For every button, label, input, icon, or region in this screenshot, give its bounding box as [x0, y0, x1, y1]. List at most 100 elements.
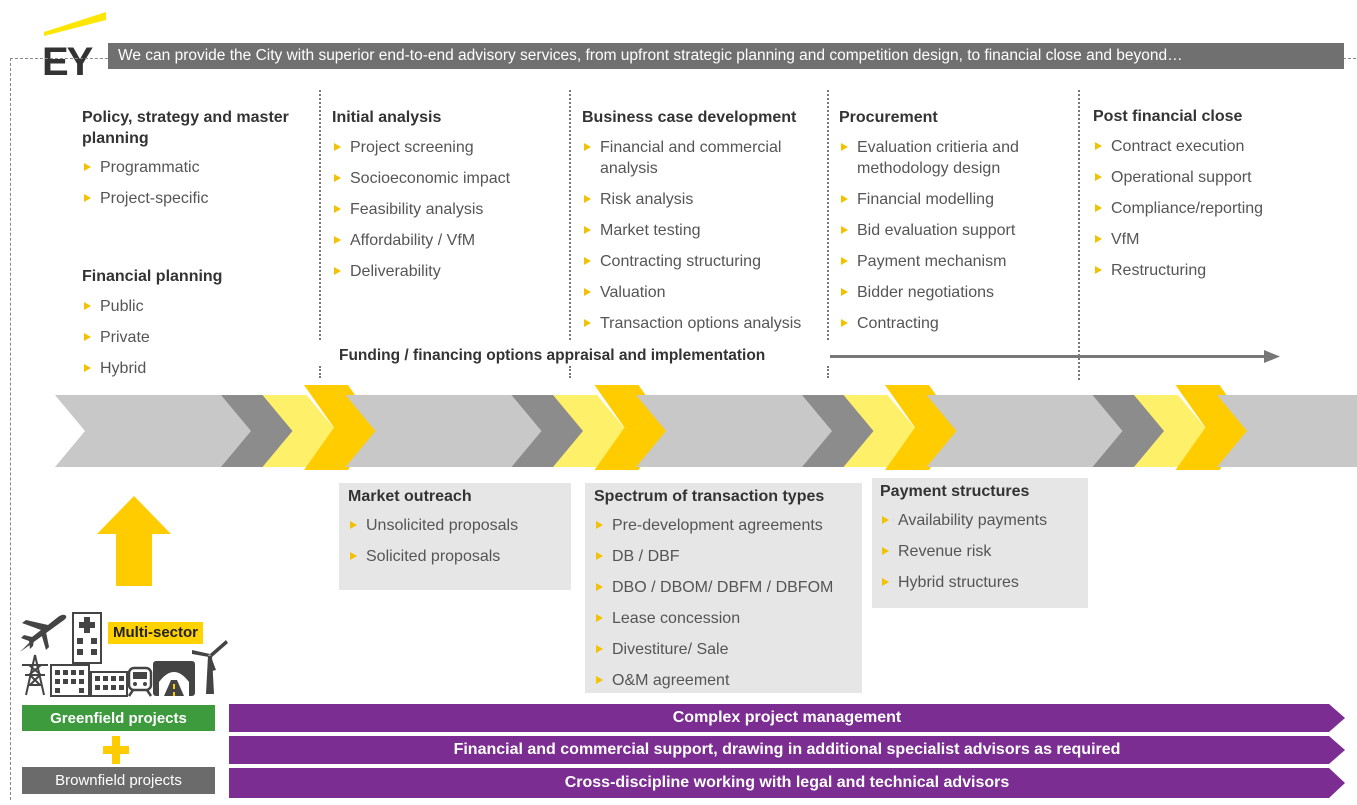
column-title: Post financial close [1093, 108, 1243, 125]
list-item: DBO / DBOM/ DBFM / DBFOM [594, 577, 853, 598]
chevron-dark [1092, 395, 1167, 467]
greenfield-projects-label: Greenfield projects [22, 705, 215, 731]
list-item: Operational support [1093, 167, 1333, 188]
funding-row-label: Funding / financing options appraisal an… [339, 347, 766, 364]
office-building-icon [50, 664, 128, 697]
chevron-dark [511, 395, 586, 467]
list-item: Programmatic [82, 157, 318, 178]
list-item: Revenue risk [880, 541, 1080, 562]
chevron-light [1217, 395, 1291, 467]
list-item: Availability payments [880, 510, 1080, 531]
column-title: Initial analysis [332, 109, 442, 126]
list-item: Public [82, 296, 318, 317]
list-item: Contracting [839, 313, 1075, 334]
list-item: Payment mechanism [839, 251, 1075, 272]
list-item: Feasibility analysis [332, 199, 564, 220]
chevron-yellow [553, 395, 627, 467]
column-separator [569, 90, 571, 340]
chevron-light [179, 395, 254, 467]
multi-sector-tag: Multi-sector [108, 622, 204, 644]
list-item: O&M agreement [594, 670, 853, 691]
list-item: Pre-development agreements [594, 515, 853, 536]
list-item: Deliverability [332, 261, 564, 282]
train-icon [127, 666, 153, 697]
funding-arrow-icon [830, 350, 1280, 363]
list-item: Hybrid structures [880, 572, 1080, 593]
column-separator [319, 90, 321, 340]
chevron-light [387, 395, 461, 467]
chevron-light [760, 395, 835, 467]
chevron-light [926, 395, 1001, 467]
chevron-light [968, 395, 1042, 467]
list-item: Contract execution [1093, 136, 1333, 157]
power-pylon-icon [22, 654, 48, 696]
column-separator [319, 366, 321, 378]
market-outreach-box: Market outreach Unsolicited proposals So… [339, 483, 571, 590]
financial-commercial-support-bar: Financial and commercial support, drawin… [229, 736, 1345, 764]
chevron-light [719, 395, 793, 467]
chevron-light [677, 395, 752, 467]
column-procurement: Procurement Evaluation critieria and met… [839, 107, 1075, 334]
chevron-light [1300, 395, 1357, 467]
chevron-light [428, 395, 503, 467]
plus-icon [103, 736, 129, 764]
column-separator [827, 366, 829, 378]
list-item: Private [82, 327, 318, 348]
process-chevron-strip [55, 385, 1357, 470]
list-item: Project-specific [82, 188, 318, 209]
list-item: VfM [1093, 229, 1333, 250]
list-item: Market testing [582, 220, 826, 241]
list-item: Solicited proposals [348, 546, 562, 567]
airplane-icon [20, 614, 67, 652]
road-tunnel-icon [153, 661, 195, 696]
column-separator [569, 366, 571, 378]
list-item: Affordability / VfM [332, 230, 564, 251]
list-item: Bid evaluation support [839, 220, 1075, 241]
chevron-dark [802, 395, 876, 467]
chevron-light [96, 395, 171, 467]
chevron-light [55, 395, 129, 467]
column-post-financial-close: Post financial close Contract execution … [1093, 106, 1333, 281]
column-title: Policy, strategy and master planning [82, 109, 289, 147]
list-item: Financial modelling [839, 189, 1075, 210]
chevron-light [1341, 395, 1357, 467]
chevron-light [138, 395, 212, 467]
wind-turbine-icon [192, 640, 228, 694]
complex-project-management-bar: Complex project management [229, 704, 1345, 732]
column-title: Business case development [582, 109, 797, 126]
chevron-light [1051, 395, 1125, 467]
chevron-yellow [1134, 395, 1208, 467]
chevron-light [636, 395, 710, 467]
column-separator [1078, 90, 1080, 380]
list-item: Transaction options analysis [582, 313, 826, 334]
list-item: Hybrid [82, 358, 318, 379]
column-business-case: Business case development Financial and … [582, 107, 826, 334]
box-title: Payment structures [880, 483, 1030, 500]
column-title: Financial planning [82, 268, 223, 285]
chevron-light [470, 395, 544, 467]
box-title: Spectrum of transaction types [594, 488, 825, 505]
payment-structures-box: Payment structures Availability payments… [872, 478, 1088, 608]
list-item: DB / DBF [594, 546, 853, 567]
list-item: Bidder negotiations [839, 282, 1075, 303]
chevron-yellow [843, 395, 918, 467]
chevron-light [1258, 395, 1333, 467]
chevron-yellow [262, 395, 337, 467]
brownfield-projects-label: Brownfield projects [22, 767, 215, 794]
list-item: Lease concession [594, 608, 853, 629]
column-title: Procurement [839, 109, 938, 126]
box-title: Market outreach [348, 488, 472, 505]
list-item: Evaluation critieria and methodology des… [839, 137, 1044, 179]
column-policy-strategy: Policy, strategy and master planning Pro… [82, 107, 318, 209]
intro-banner: We can provide the City with superior en… [108, 43, 1344, 69]
list-item: Unsolicited proposals [348, 515, 562, 536]
list-item: Project screening [332, 137, 564, 158]
list-item: Risk analysis [582, 189, 826, 210]
transaction-types-box: Spectrum of transaction types Pre-develo… [585, 483, 862, 693]
chevron-light [1009, 395, 1084, 467]
ey-logo: EY [42, 40, 93, 84]
hospital-icon [72, 612, 102, 664]
financial-planning-block: Financial planning Public Private Hybrid [82, 266, 318, 379]
list-item: Restructuring [1093, 260, 1333, 281]
column-separator [827, 90, 829, 340]
